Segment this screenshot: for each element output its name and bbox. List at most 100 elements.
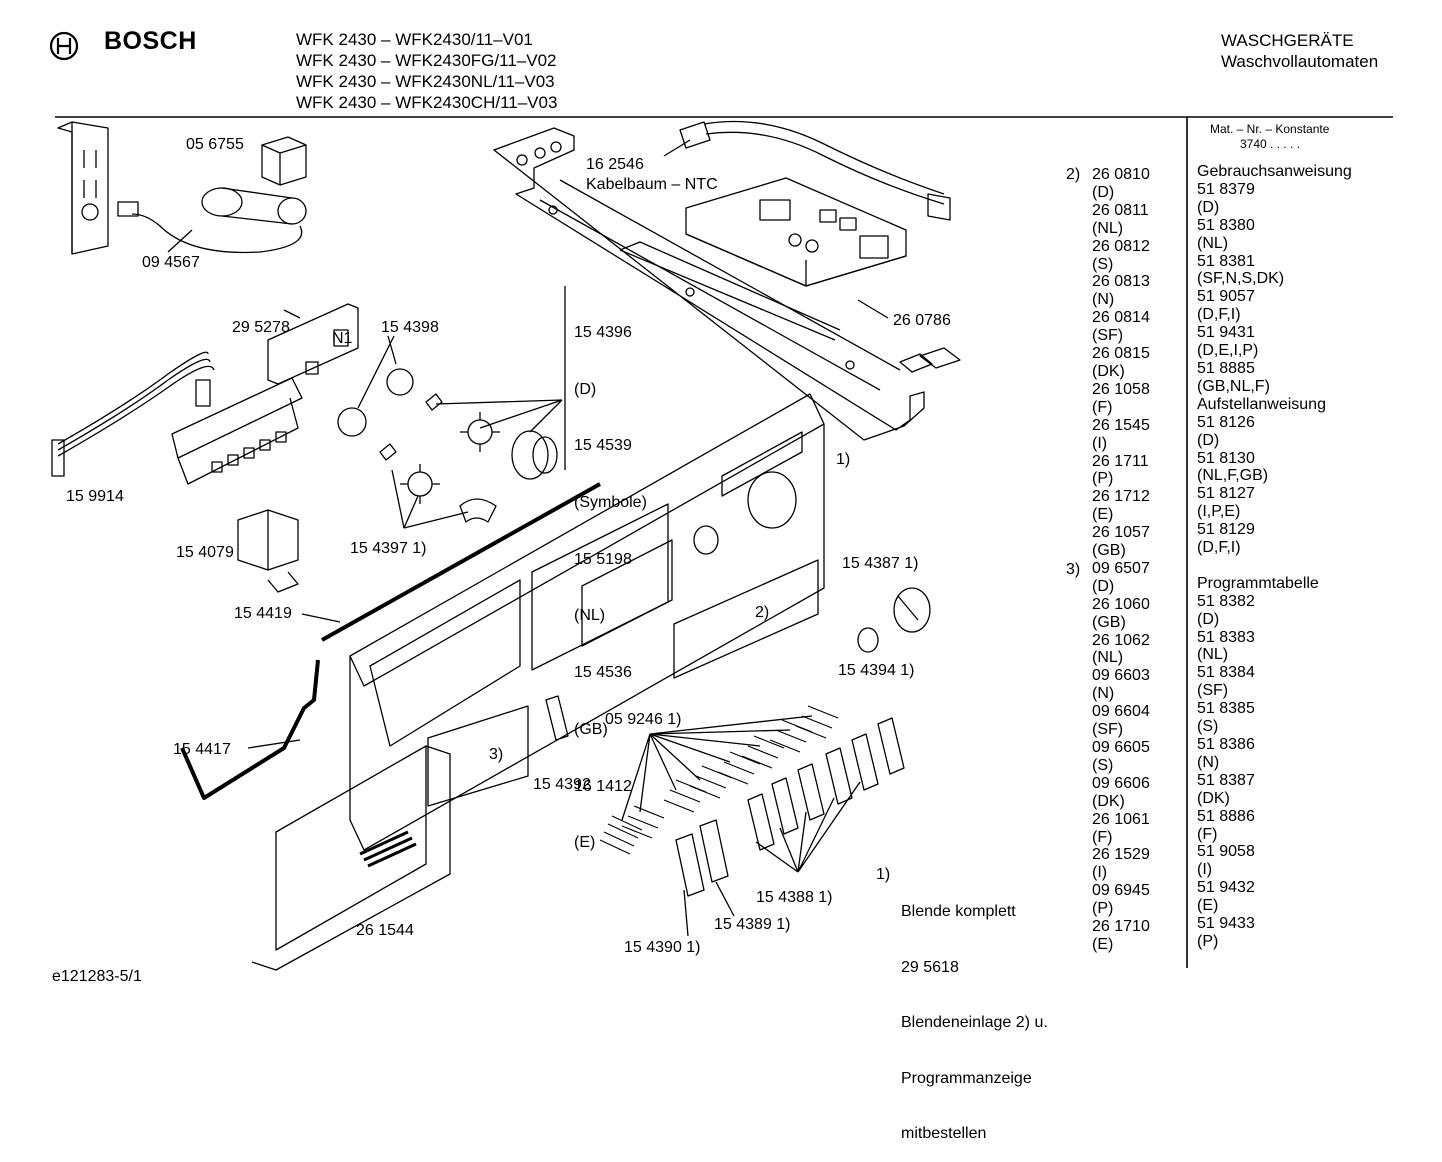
parts-column-item: 26 1545 <box>1092 416 1150 434</box>
parts-column-item: (S) <box>1092 255 1114 273</box>
parts-column-item: 26 0810 <box>1092 166 1150 183</box>
parts-column-item: 26 0815 <box>1092 345 1150 363</box>
parts-column-item: (NL) <box>1092 649 1124 667</box>
parts-column-item: 09 6606 <box>1092 774 1150 792</box>
callout-154398: 15 4398 <box>381 319 439 336</box>
docs-column-item: 51 8379 <box>1197 180 1255 198</box>
docs-column-item: 51 8885 <box>1197 359 1255 377</box>
model-line-4: WFK 2430 – WFK2430CH/11–V03 <box>296 93 558 112</box>
parts-column-item: 09 6507 <box>1092 559 1150 577</box>
label-n1: N1 <box>332 330 353 347</box>
docs-column-item: 51 8385 <box>1197 700 1255 718</box>
docs-column-item: 51 8383 <box>1197 628 1255 646</box>
symbol-list-item: 15 4396 <box>574 323 632 341</box>
docs-header: Mat. – Nr. – Konstante <box>1210 122 1330 136</box>
callout-154388: 15 4388 1) <box>756 889 833 906</box>
category-title: WASCHGERÄTE <box>1221 31 1354 50</box>
callout-295278: 29 5278 <box>232 319 290 336</box>
bosch-armature-icon <box>49 31 79 61</box>
callout-056755: 05 6755 <box>186 136 244 153</box>
bosch-logo <box>48 30 80 67</box>
parts-column-item: (I) <box>1092 434 1108 452</box>
docs-column-item: 51 8384 <box>1197 664 1255 682</box>
parts-column-item: 26 1712 <box>1092 488 1150 506</box>
parts-column-item: (D) <box>1092 183 1115 201</box>
docs-column-item: (D,E,I,P) <box>1197 342 1259 360</box>
docs-column-item: (SF) <box>1197 682 1229 700</box>
parts-column-item: (P) <box>1092 900 1114 918</box>
parts-column-item: 26 1529 <box>1092 846 1150 864</box>
symbol-list-item: (GB) <box>574 720 608 738</box>
docs-column-item: 51 8386 <box>1197 735 1255 753</box>
note-line: Blendeneinlage 2) u. <box>901 1014 1048 1031</box>
symbol-list-item: (D) <box>574 380 597 398</box>
parts-column-item: 26 1057 <box>1092 524 1150 542</box>
docs-column-item: (N) <box>1197 753 1220 771</box>
callout-154419: 15 4419 <box>234 605 292 622</box>
docs-column-item: (I,P,E) <box>1197 503 1241 521</box>
callout-260786: 26 0786 <box>893 312 951 329</box>
docs-column-item: 51 8129 <box>1197 521 1255 539</box>
docs-column-item: (D) <box>1197 610 1220 628</box>
parts-column-item: 26 1062 <box>1092 631 1150 649</box>
parts-column-item: 26 1058 <box>1092 380 1150 398</box>
note-marker: 1) <box>876 866 891 883</box>
callout-162546: 16 2546 <box>586 156 644 173</box>
symbol-list: 15 4396 (D) 15 4539 (Symbole) 15 5198 (N… <box>574 286 647 872</box>
parts-column-item: 09 6603 <box>1092 667 1150 685</box>
docs-column-item: Aufstellanweisung <box>1197 395 1326 413</box>
docs-column-item: 51 9057 <box>1197 288 1255 306</box>
docs-column-item: (D,F,I) <box>1197 306 1241 324</box>
callout-154392: 15 4392 <box>533 776 591 793</box>
exploded-parts-diagram <box>51 116 1393 971</box>
parts-column-item: 26 1711 <box>1092 452 1149 470</box>
docs-column-item: (NL,F,GB) <box>1197 467 1269 485</box>
model-line-3: WFK 2430 – WFK2430NL/11–V03 <box>296 72 555 91</box>
callout-261544: 26 1544 <box>356 922 414 939</box>
docs-column-item: (NL) <box>1197 646 1229 664</box>
parts-column-item: 09 6604 <box>1092 703 1150 721</box>
parts-column-item: (SF) <box>1092 721 1124 739</box>
parts-marker-3: 3) <box>1066 561 1081 578</box>
parts-column-item: (N) <box>1092 685 1115 703</box>
parts-column-item: 26 1710 <box>1092 918 1150 936</box>
parts-column-item: 26 1061 <box>1092 810 1150 828</box>
callout-094567: 09 4567 <box>142 254 200 271</box>
docs-column-item: (I) <box>1197 861 1213 879</box>
docs-column-item: (DK) <box>1197 789 1230 807</box>
parts-column-item: (GB) <box>1092 613 1126 631</box>
note-line: 29 5618 <box>901 958 959 976</box>
docs-column-item: 51 9433 <box>1197 915 1255 933</box>
callout-154394: 15 4394 1) <box>838 662 915 679</box>
document-id: e121283-5/1 <box>52 968 142 985</box>
docs-column-item: (D,F,I) <box>1197 539 1241 557</box>
model-line-2: WFK 2430 – WFK2430FG/11–V02 <box>296 51 557 70</box>
callout-159914: 15 9914 <box>66 488 124 505</box>
parts-column-item: (P) <box>1092 470 1114 488</box>
parts-column-item: 09 6945 <box>1092 882 1150 900</box>
parts-column-item: (NL) <box>1092 219 1124 237</box>
parts-column-item: 26 0813 <box>1092 273 1150 291</box>
docs-column-item: 51 8126 <box>1197 413 1255 431</box>
model-line-1: WFK 2430 – WFK2430/11–V01 <box>296 30 533 49</box>
docs-column-item: 51 8886 <box>1197 807 1255 825</box>
docs-column-item: (NL) <box>1197 234 1229 252</box>
docs-column-item: 51 9058 <box>1197 843 1255 861</box>
parts-column-item: (F) <box>1092 398 1113 416</box>
parts-column-item: 26 0814 <box>1092 309 1150 327</box>
note-line: mitbestellen <box>901 1125 987 1142</box>
docs-column-item: (GB,NL,F) <box>1197 377 1270 395</box>
marker-insert-2: 2) <box>755 604 770 621</box>
callout-kabelbaum: Kabelbaum – NTC <box>586 176 718 193</box>
docs-column-item: (E) <box>1197 897 1219 915</box>
docs-column-item: 51 8382 <box>1197 592 1255 610</box>
docs-column-item: (D) <box>1197 198 1220 216</box>
parts-column-item: 26 0811 <box>1092 201 1149 219</box>
parts-marker-2: 2) <box>1066 166 1081 183</box>
docs-column-item: 51 9432 <box>1197 879 1255 897</box>
docs-column-item: (F) <box>1197 825 1218 843</box>
callout-154390: 15 4390 1) <box>624 939 701 956</box>
symbol-list-item: 15 5198 <box>574 550 632 568</box>
docs-column-item: (SF,N,S,DK) <box>1197 270 1285 288</box>
